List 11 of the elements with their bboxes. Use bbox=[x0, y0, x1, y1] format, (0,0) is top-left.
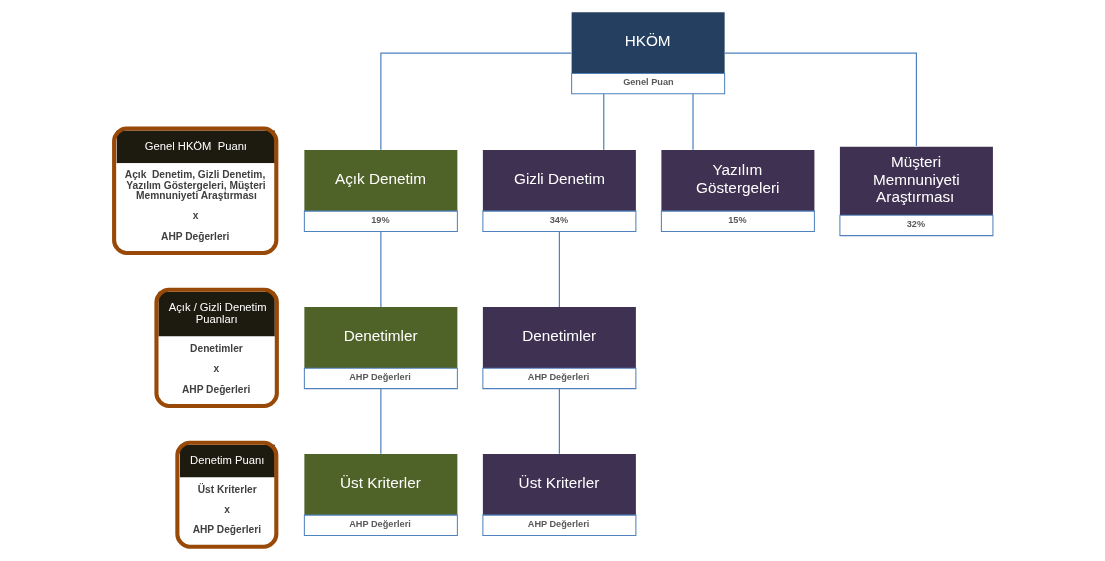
connector bbox=[724, 52, 917, 147]
node-box: Açık / Gizli Denetim Puanları Denetimler x AHP Değerleri bbox=[154, 287, 279, 408]
connector bbox=[380, 231, 382, 308]
connector bbox=[558, 388, 560, 455]
connector bbox=[380, 52, 573, 151]
connector bbox=[558, 231, 560, 308]
connector bbox=[603, 93, 605, 151]
node-box: Genel HKÖM Puanı Açık Denetim, Gizli Denetim, Yazılım Göstergeleri, Müşteri Memnuniyeti Araştırması x AHP Değerleri bbox=[112, 126, 279, 255]
connector bbox=[692, 93, 694, 151]
node-box: Denetim Puanı Üst Kriterler x AHP Değerleri bbox=[175, 440, 279, 549]
connector bbox=[380, 388, 382, 455]
